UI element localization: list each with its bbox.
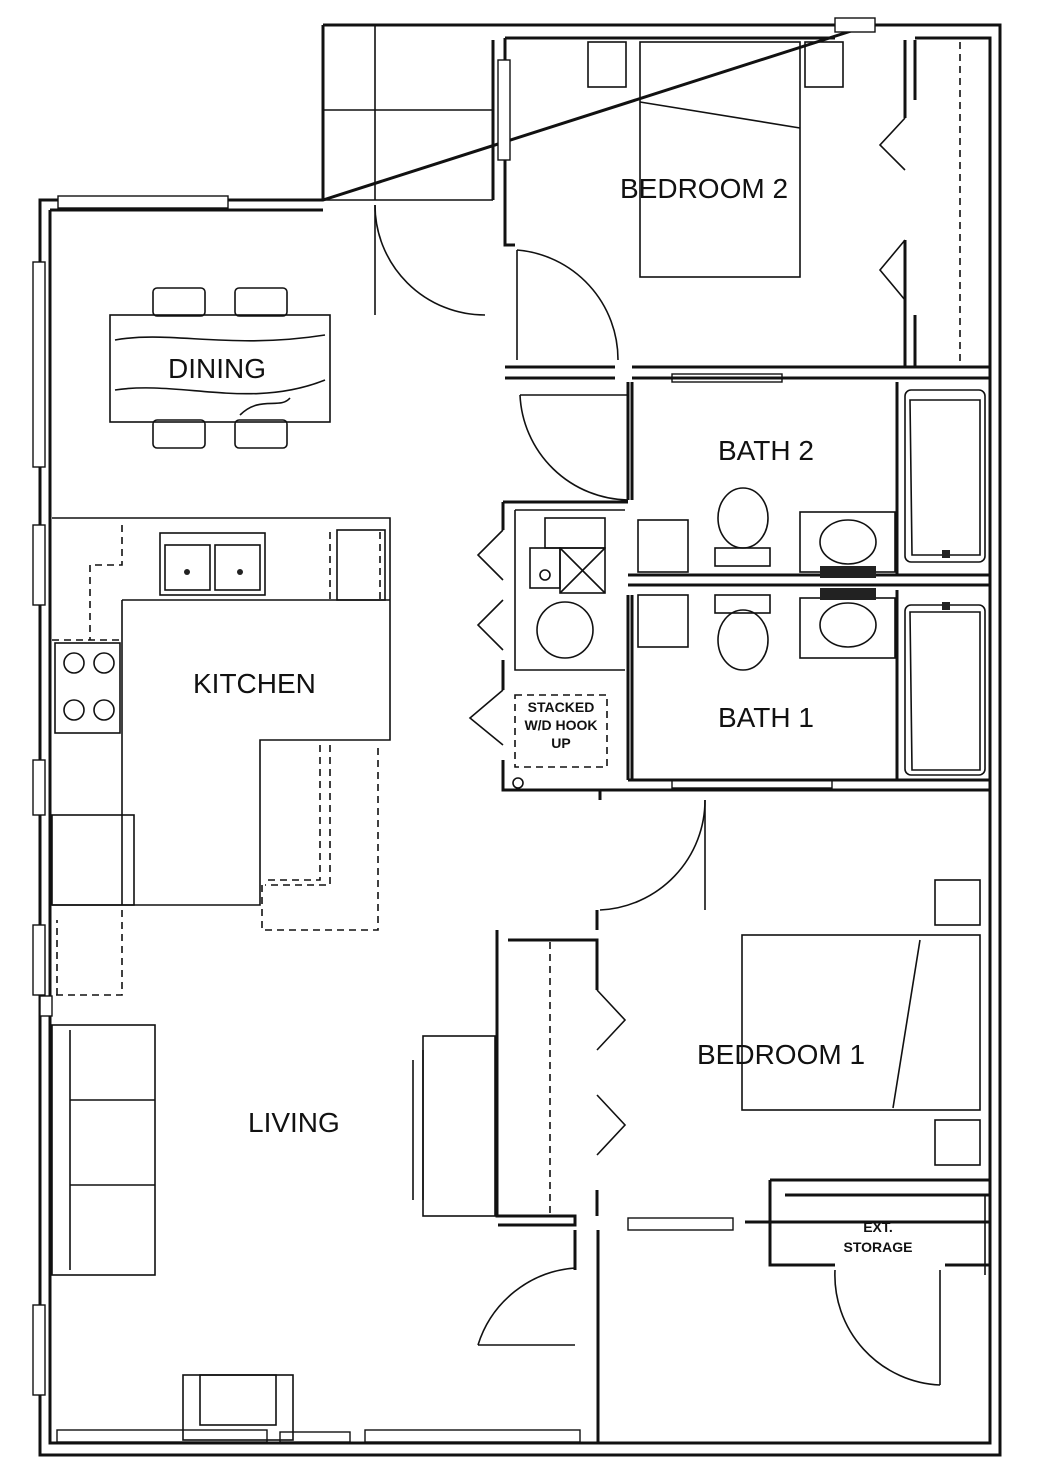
- label-kitchen: KITCHEN: [193, 668, 316, 699]
- dining-set: [109, 287, 331, 449]
- bedroom1-furniture: [741, 879, 981, 1166]
- label-storage-2: STORAGE: [844, 1239, 913, 1255]
- label-dining: DINING: [168, 353, 266, 384]
- room-labels: BEDROOM 2 DINING BATH 2 KITCHEN BATH 1 S…: [168, 173, 912, 1255]
- label-stacked-3: UP: [551, 735, 570, 751]
- label-bedroom2: BEDROOM 2: [620, 173, 788, 204]
- bath2-fixtures: [637, 389, 986, 578]
- label-stacked-2: W/D HOOK: [524, 717, 597, 733]
- bedroom2-furniture: [587, 41, 844, 278]
- doors: [374, 117, 941, 1386]
- label-storage-1: EXT.: [863, 1219, 893, 1235]
- label-bath1: BATH 1: [718, 702, 814, 733]
- living-furniture: [51, 1024, 496, 1441]
- label-living: LIVING: [248, 1107, 340, 1138]
- bath1-fixtures: [637, 588, 986, 776]
- kitchen-cabinets: [51, 517, 391, 996]
- interior-walls: [495, 40, 990, 1443]
- closets: [549, 42, 961, 1215]
- laundry-fixtures: [512, 517, 608, 789]
- label-bedroom1: BEDROOM 1: [697, 1039, 865, 1070]
- label-stacked-1: STACKED: [528, 699, 595, 715]
- label-bath2: BATH 2: [718, 435, 814, 466]
- exterior-walls: [38, 23, 1002, 1457]
